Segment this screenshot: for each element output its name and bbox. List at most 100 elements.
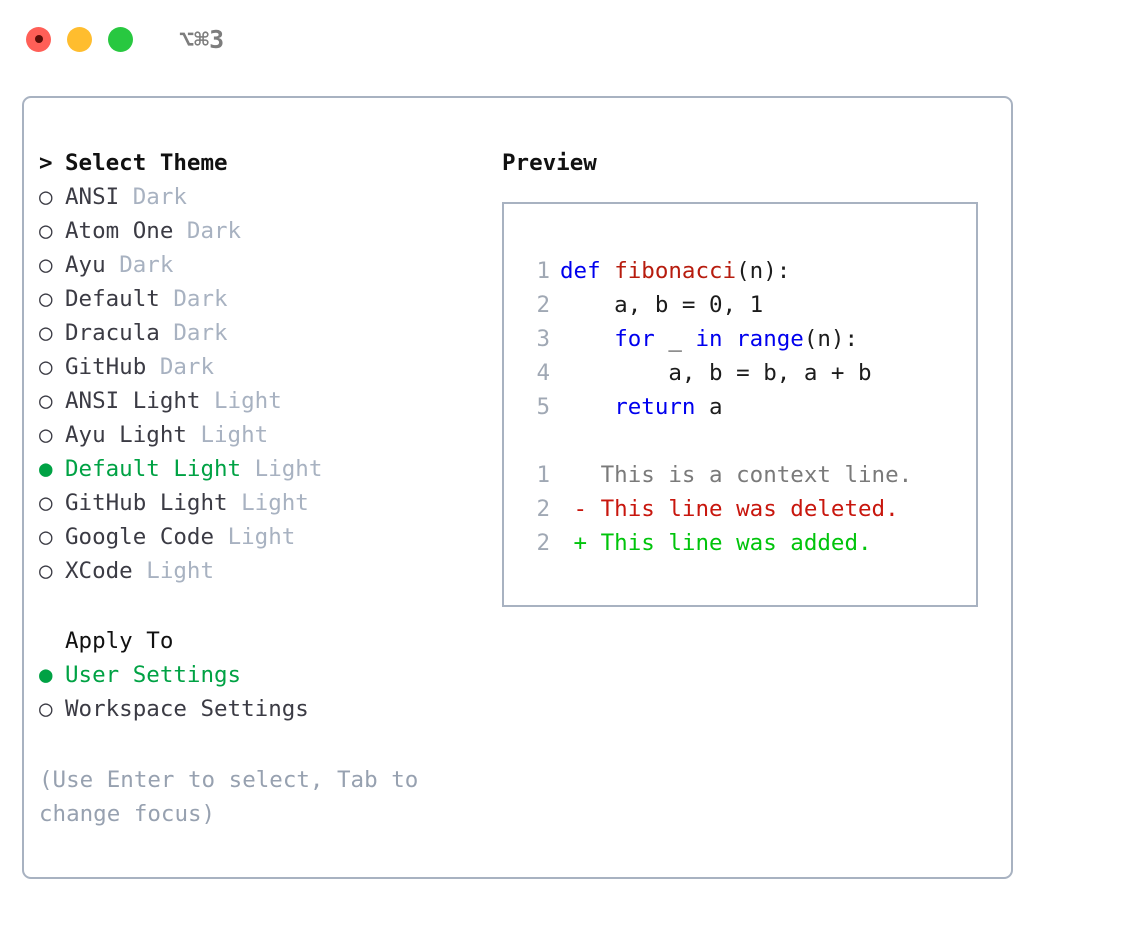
maximize-window-icon[interactable] — [108, 26, 133, 52]
radio-selected-icon: ● — [39, 456, 53, 482]
spacer — [200, 384, 214, 418]
spacer — [187, 418, 201, 452]
theme-list-item[interactable]: ○ANSI Light Light — [39, 384, 489, 418]
radio-unselected-icon: ○ — [39, 184, 53, 210]
apply-to-label: Apply To — [65, 628, 174, 654]
theme-name: Atom One — [65, 218, 174, 244]
theme-variant-tag: Dark — [132, 184, 187, 210]
theme-name: XCode — [65, 558, 133, 584]
diff-line-text: This is a context line. — [560, 462, 913, 488]
code-line: 1 def fibonacci(n): — [524, 254, 976, 288]
radio-unselected-icon: ○ — [39, 286, 53, 312]
code-token — [723, 326, 737, 352]
radio-unselected-icon: ○ — [39, 422, 53, 448]
diff-sample: 1 This is a context line.2 - This line w… — [524, 458, 976, 560]
select-theme-header: > Select Theme — [39, 146, 489, 180]
theme-list-item[interactable]: ○ GitHub Dark — [39, 350, 489, 384]
code-line: 5 return a — [524, 390, 976, 424]
code-line: 2 a, b = 0, 1 — [524, 288, 976, 322]
code-token: return — [614, 394, 696, 420]
theme-name: Default — [65, 286, 160, 312]
code-line-number: 2 — [536, 292, 550, 318]
theme-variant-tag: Light — [241, 490, 309, 516]
radio-unselected-icon: ○ — [39, 320, 53, 346]
theme-name: Default Light — [65, 456, 242, 482]
theme-name: GitHub — [65, 354, 147, 380]
prompt-caret-icon: > — [39, 150, 53, 176]
theme-list-item[interactable]: ○Default Dark — [39, 282, 489, 316]
spacer — [133, 554, 147, 588]
code-line-number: 4 — [536, 360, 550, 386]
diff-line-text: + This line was added. — [560, 530, 872, 556]
diff-line: 2 - This line was deleted. — [524, 492, 976, 526]
title-bar: ⌥⌘3 — [0, 0, 1140, 78]
code-token: _ — [654, 326, 696, 352]
code-token — [560, 326, 614, 352]
select-theme-label: Select Theme — [65, 150, 228, 176]
close-window-icon[interactable] — [26, 26, 51, 52]
theme-list: ○ ANSI Dark ○ Atom One Dark ○ Ayu Dark ○ Defaul… — [39, 180, 489, 588]
apply-to-list: ●User Settings ○ Workspace Settings — [39, 658, 489, 726]
diff-line: 2 + This line was added. — [524, 526, 976, 560]
traffic-lights — [26, 26, 133, 52]
spacer — [160, 282, 174, 316]
spacer — [241, 452, 255, 486]
code-token: in — [695, 326, 723, 352]
theme-list-item[interactable]: ● Default Light Light — [39, 452, 489, 486]
code-line: 4 a, b = b, a + b — [524, 356, 976, 390]
code-token: range — [736, 326, 804, 352]
section-spacer — [39, 588, 489, 624]
theme-list-item[interactable]: ○Atom One Dark — [39, 214, 489, 248]
minimize-window-icon[interactable] — [67, 26, 92, 52]
theme-list-item[interactable]: ○ XCode Light — [39, 554, 489, 588]
radio-unselected-icon: ○ — [39, 388, 53, 414]
theme-list-item[interactable]: ○GitHub Light Light — [39, 486, 489, 520]
keyboard-hint: (Use Enter to select, Tab to change focu… — [39, 767, 419, 827]
apply-to-item[interactable]: ●User Settings — [39, 658, 489, 692]
diff-line: 1 This is a context line. — [524, 458, 976, 492]
code-token: a — [695, 394, 723, 420]
radio-unselected-icon: ○ — [39, 354, 53, 380]
theme-list-item[interactable]: ○Dracula Dark — [39, 316, 489, 350]
apply-to-item[interactable]: ○ Workspace Settings — [39, 692, 489, 726]
code-diff-spacer — [524, 424, 976, 458]
theme-list-item[interactable]: ○ ANSI Dark — [39, 180, 489, 214]
theme-name: Google Code — [65, 524, 215, 550]
spacer — [106, 248, 120, 282]
theme-list-item[interactable]: ○Ayu Light Light — [39, 418, 489, 452]
theme-variant-tag: Light — [146, 558, 215, 584]
apply-to-header: Apply To — [39, 624, 489, 658]
code-token: fibonacci — [614, 258, 737, 284]
radio-unselected-icon: ○ — [39, 490, 53, 516]
spacer — [160, 316, 174, 350]
diff-line-number: 1 — [536, 462, 550, 488]
theme-name: Ayu — [65, 252, 106, 278]
theme-list-item[interactable]: ○ Ayu Dark — [39, 248, 489, 282]
spacer — [119, 180, 133, 214]
code-line-number: 1 — [536, 258, 550, 284]
theme-variant-tag: Light — [254, 456, 323, 482]
code-line: 3 for _ in range(n): — [524, 322, 976, 356]
apply-to-header-marker — [39, 624, 65, 658]
radio-unselected-icon: ○ — [39, 218, 53, 244]
radio-unselected-icon: ○ — [39, 696, 53, 722]
theme-variant-tag: Light — [200, 422, 269, 448]
radio-unselected-icon: ○ — [39, 252, 53, 278]
code-token: def — [560, 258, 615, 284]
window-shortcut-label: ⌥⌘3 — [179, 24, 225, 54]
theme-variant-tag: Dark — [159, 354, 215, 380]
theme-picker: >Select Theme ○ANSI Dark○Atom One Dark○A… — [39, 146, 489, 726]
apply-to-name: User Settings — [65, 662, 242, 688]
radio-unselected-icon: ○ — [39, 558, 53, 584]
theme-name: ANSI Light — [65, 388, 201, 414]
code-token — [560, 394, 614, 420]
diff-line-number: 2 — [536, 530, 550, 556]
theme-variant-tag: Dark — [119, 252, 174, 278]
theme-name: ANSI — [65, 184, 120, 210]
apply-to-name: Workspace Settings — [65, 696, 309, 722]
theme-list-item[interactable]: ○Google Code Light — [39, 520, 489, 554]
code-token: (n): — [736, 258, 791, 284]
